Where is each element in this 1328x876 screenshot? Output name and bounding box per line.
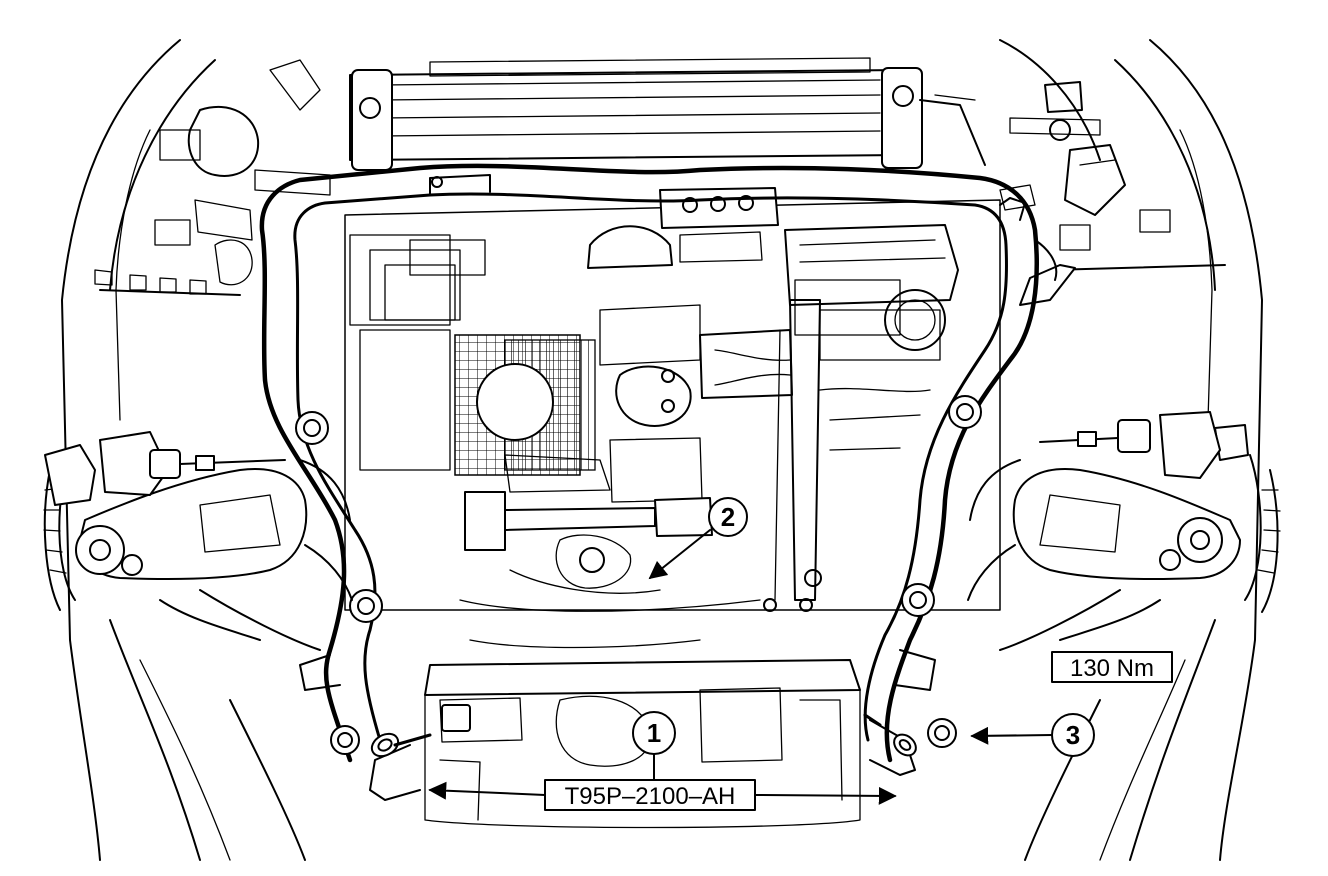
body-panels bbox=[61, 39, 1263, 861]
alignment-pin-left bbox=[369, 732, 432, 801]
left-suspension bbox=[43, 431, 353, 651]
subframe-mounts bbox=[330, 718, 957, 755]
lower-engine-area bbox=[424, 639, 861, 829]
left-upper-components bbox=[154, 59, 331, 286]
callout-2: 2 bbox=[648, 497, 748, 580]
callout-2-number: 2 bbox=[721, 502, 735, 532]
callout-3-number: 3 bbox=[1066, 720, 1080, 750]
alignment-pin-right bbox=[863, 713, 917, 776]
callout-1-number: 1 bbox=[647, 718, 661, 748]
torque-label: 130 Nm bbox=[1070, 655, 1154, 682]
right-suspension bbox=[967, 411, 1281, 651]
callout-1: 1 T95P–2100–AH bbox=[428, 711, 897, 811]
radiator-support bbox=[349, 57, 986, 171]
callout-3: 130 Nm 3 bbox=[970, 651, 1173, 757]
engine-transmission bbox=[344, 187, 1001, 612]
front-subframe bbox=[259, 163, 1058, 763]
right-upper-components bbox=[999, 81, 1171, 306]
tool-code-label: T95P–2100–AH bbox=[565, 783, 736, 810]
